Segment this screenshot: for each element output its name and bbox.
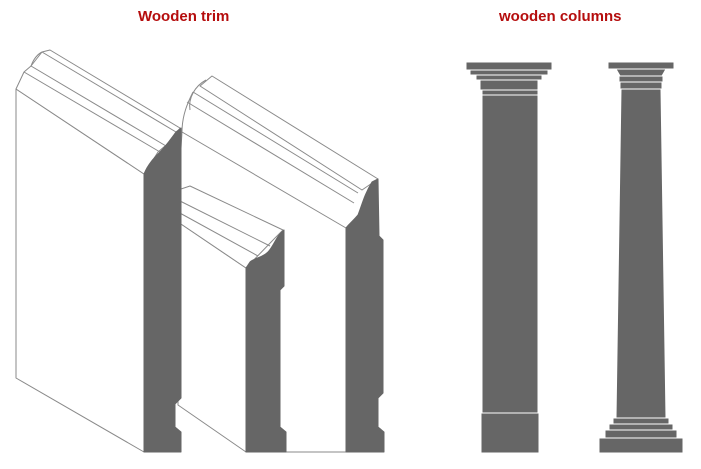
short-baseboard-profile (245, 229, 287, 453)
square-column-cap-band-1 (469, 69, 549, 76)
round-column-abacus (607, 61, 675, 70)
square-column-cap-band-2 (475, 74, 543, 81)
round-column-base-ring-2 (608, 423, 674, 431)
ogee-baseboard-profile (345, 178, 385, 453)
tall-baseboard-profile (143, 127, 182, 453)
round-column-echinus (615, 68, 667, 77)
round-column-base-ring-3 (604, 429, 678, 439)
short-baseboard-trim (177, 185, 287, 453)
square-column-base (480, 412, 540, 454)
square-column-neck (481, 89, 539, 96)
square-column-cap-top (465, 61, 553, 71)
wooden-trim-heading: Wooden trim (138, 8, 230, 25)
round-column-plinth (598, 437, 684, 454)
round-column-base-ring-1 (612, 417, 670, 425)
square-column-capital (479, 79, 539, 91)
round-column-ring-1 (618, 75, 664, 83)
round-column-shaft (615, 88, 667, 419)
wooden-columns-heading: wooden columns (499, 8, 622, 25)
square-column-shaft (481, 94, 539, 414)
round-column-ring-2 (619, 81, 663, 90)
square-column (465, 61, 553, 454)
tall-baseboard-trim (15, 49, 182, 453)
round-tapered-column (598, 61, 684, 454)
